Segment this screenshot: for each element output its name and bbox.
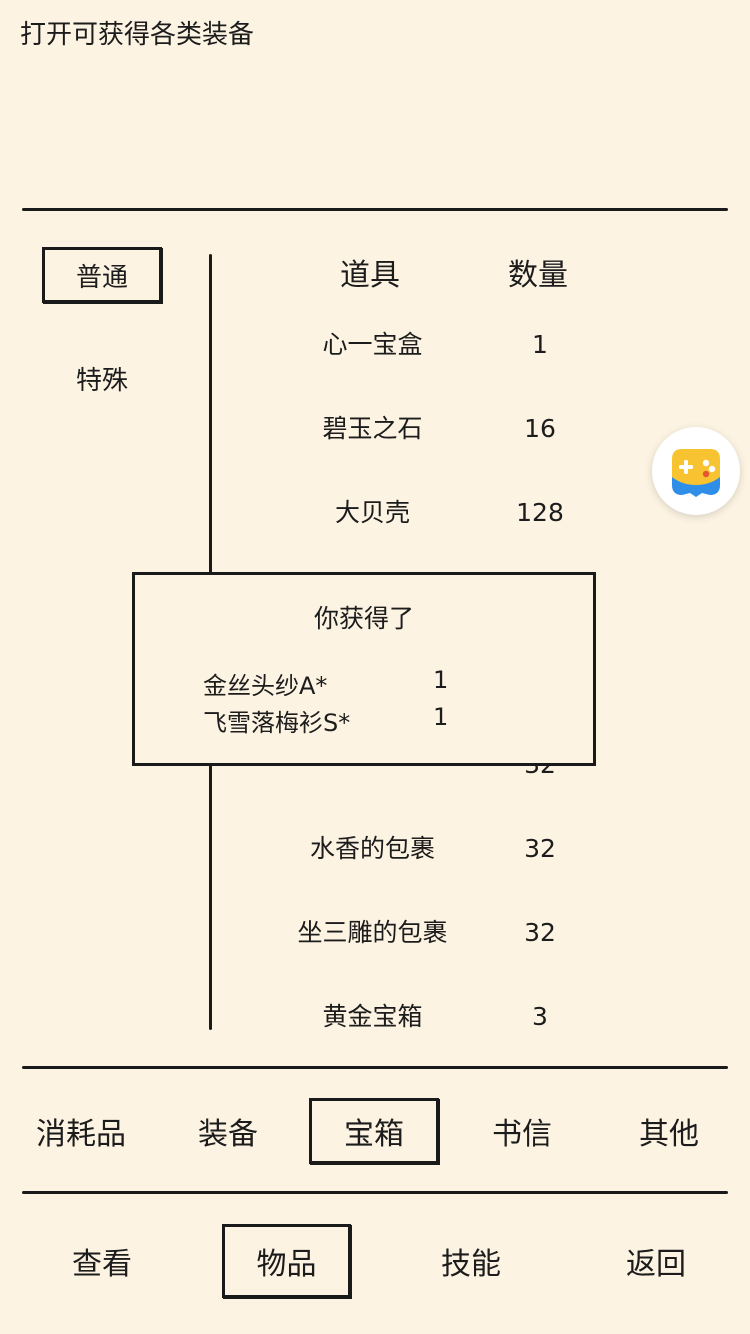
tab-equipment-label: 装备 xyxy=(198,1117,258,1152)
reward-item-count: 1 xyxy=(433,666,449,694)
item-name: 心一宝盒 xyxy=(322,330,423,359)
item-description: 打开可获得各类装备 xyxy=(20,20,255,50)
item-count: 3 xyxy=(532,1002,548,1031)
list-item[interactable]: 水香的包裹 32 xyxy=(290,807,590,891)
nav-items[interactable]: 物品 xyxy=(222,1224,351,1298)
item-name: 水香的包裹 xyxy=(309,834,435,863)
item-name: 黄金宝箱 xyxy=(322,1002,423,1031)
nav-back-label: 返回 xyxy=(626,1247,686,1282)
nav-items-label: 物品 xyxy=(256,1247,317,1282)
gamepad-icon xyxy=(672,449,720,497)
item-name: 碧玉之石 xyxy=(322,414,423,443)
popup-title: 你获得了 xyxy=(313,604,414,633)
list-item[interactable]: 坐三雕的包裹 32 xyxy=(290,891,590,975)
category-special-button[interactable]: 特殊 xyxy=(42,350,162,406)
list-item[interactable]: 心一宝盒 1 xyxy=(290,303,590,387)
item-count: 16 xyxy=(524,414,556,443)
list-item[interactable]: 大贝壳 128 xyxy=(290,471,590,555)
tab-consumables[interactable]: 消耗品 xyxy=(16,1098,146,1164)
tab-treasure-chest-label: 宝箱 xyxy=(344,1117,404,1152)
item-name: 坐三雕的包裹 xyxy=(297,918,448,947)
category-special-label: 特殊 xyxy=(75,365,128,396)
nav-skills-label: 技能 xyxy=(441,1247,501,1282)
tab-letters-label: 书信 xyxy=(492,1117,552,1152)
category-normal-button[interactable]: 普通 xyxy=(42,247,162,303)
nav-top-divider xyxy=(22,1191,728,1194)
header-item: 道具 xyxy=(340,258,400,293)
item-count: 32 xyxy=(524,834,556,863)
reward-popup[interactable]: 你获得了 金丝头纱A* 1 飞雪落梅衫S* 1 xyxy=(132,572,596,766)
item-count: 1 xyxy=(532,330,548,359)
tab-equipment[interactable]: 装备 xyxy=(163,1098,293,1164)
reward-item-count: 1 xyxy=(433,703,449,731)
item-list[interactable]: 心一宝盒 1 碧玉之石 16 大贝壳 128 32 水香的包裹 32 坐三雕的包… xyxy=(215,300,635,1031)
nav-view-label: 查看 xyxy=(72,1247,132,1282)
tabs-top-divider xyxy=(22,1066,728,1069)
tab-treasure-chest[interactable]: 宝箱 xyxy=(309,1098,439,1164)
item-count: 32 xyxy=(524,918,556,947)
top-divider xyxy=(22,208,728,211)
reward-item-name: 飞雪落梅衫S* xyxy=(203,709,351,737)
item-count: 128 xyxy=(516,498,564,527)
nav-skills[interactable]: 技能 xyxy=(406,1224,536,1298)
nav-view[interactable]: 查看 xyxy=(37,1224,167,1298)
tab-consumables-label: 消耗品 xyxy=(36,1117,126,1152)
tab-letters[interactable]: 书信 xyxy=(457,1098,587,1164)
category-normal-label: 普通 xyxy=(75,262,128,293)
tab-other-label: 其他 xyxy=(639,1117,699,1152)
item-name: 大贝壳 xyxy=(334,498,410,527)
floating-game-button[interactable] xyxy=(652,427,740,515)
reward-item-name: 金丝头纱A* xyxy=(203,672,328,700)
header-count: 数量 xyxy=(508,258,568,293)
list-item[interactable]: 碧玉之石 16 xyxy=(290,387,590,471)
nav-back[interactable]: 返回 xyxy=(591,1224,721,1298)
list-item[interactable]: 黄金宝箱 3 xyxy=(290,975,590,1059)
tab-other[interactable]: 其他 xyxy=(604,1098,734,1164)
